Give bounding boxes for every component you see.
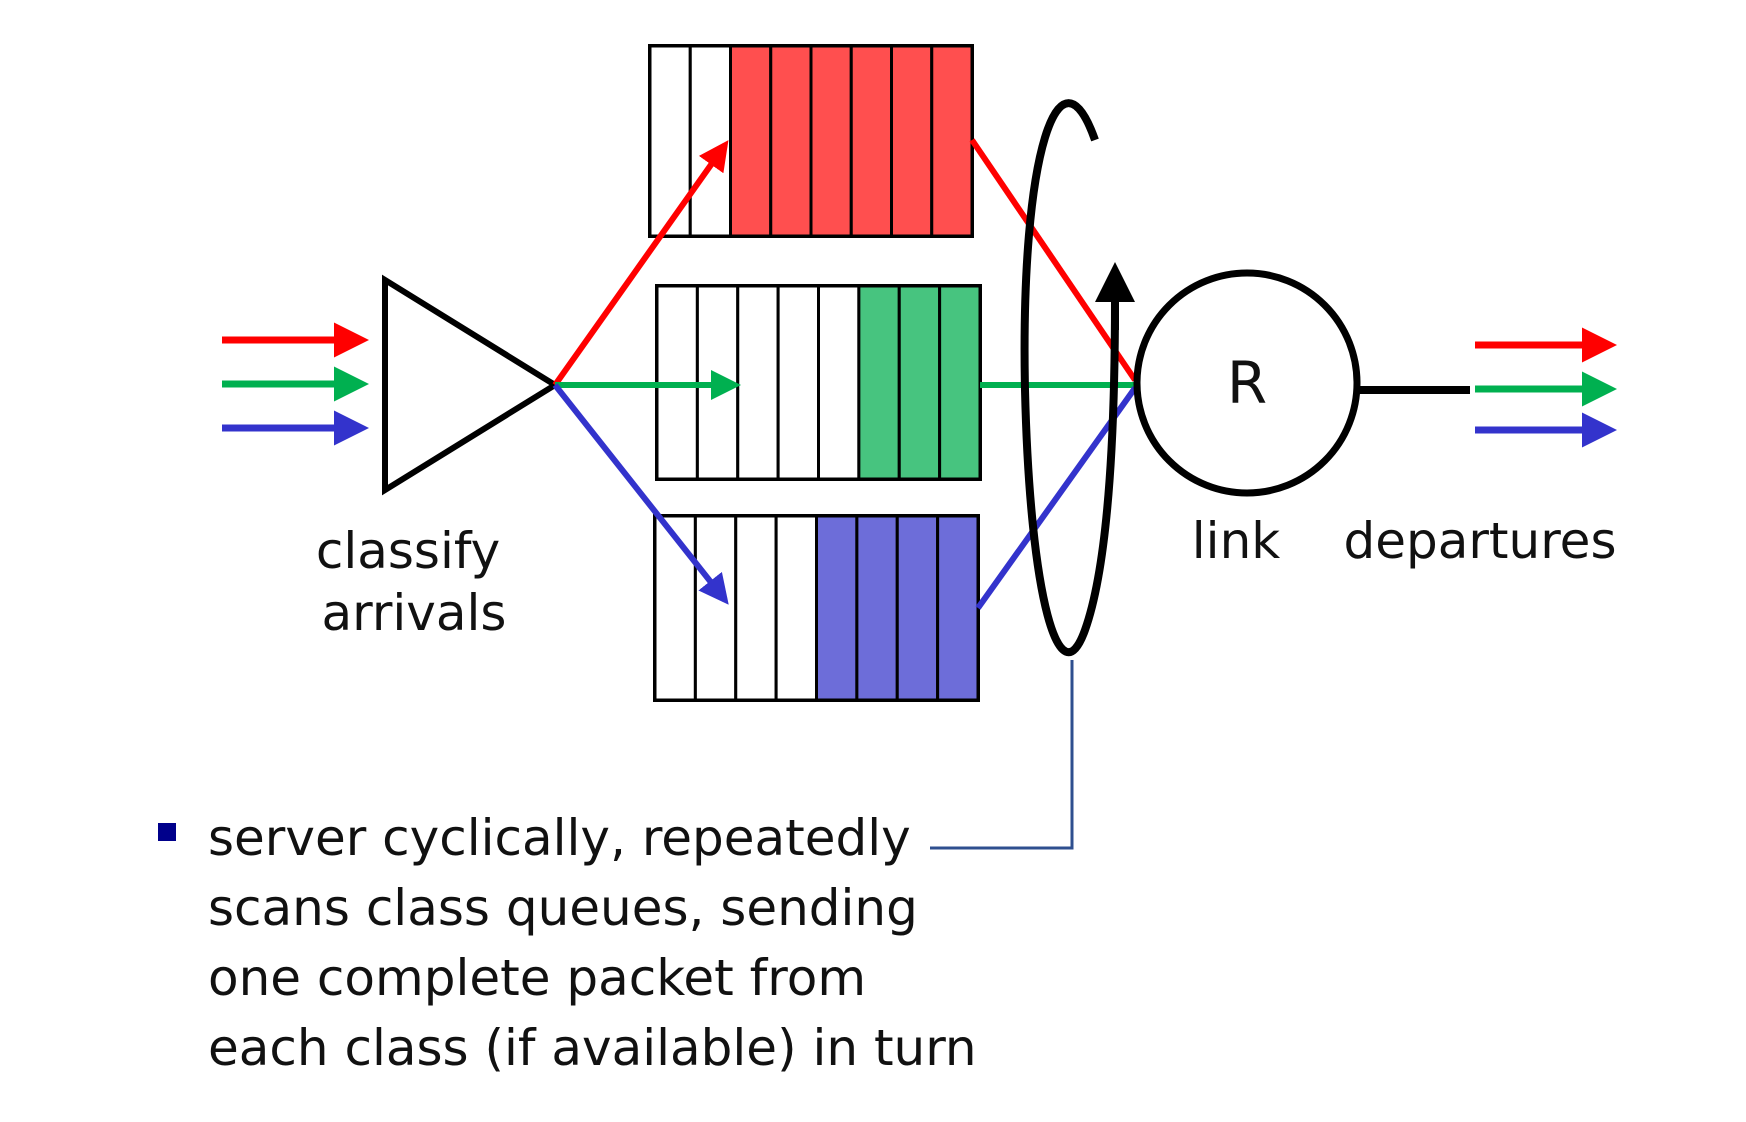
- queue-blue-slot-empty: [734, 514, 778, 702]
- queue-green-slot-filled: [938, 284, 982, 481]
- server-circle: [1133, 269, 1361, 497]
- class-queues: [648, 44, 982, 702]
- link-label: link: [1192, 512, 1280, 570]
- queue-green-slot-empty: [776, 284, 820, 481]
- arrival-arrows: [222, 322, 369, 446]
- output-line-red: [969, 138, 1138, 382]
- note-line-4: each class (if available) in turn: [208, 1019, 977, 1077]
- departure-arrows: [1475, 327, 1617, 448]
- queue-green-slot-filled: [857, 284, 901, 481]
- queue-blue-slot-empty: [653, 514, 697, 702]
- queue-green-slot-empty: [817, 284, 861, 481]
- round-robin-scanner: [1020, 99, 1135, 657]
- queue-blue-slot-empty: [693, 514, 738, 702]
- classify-arrows: [552, 140, 741, 605]
- queue-blue-slot-filled: [855, 514, 899, 702]
- queue-red-slot-filled: [809, 44, 853, 238]
- queue-blue: [653, 514, 980, 702]
- queue-red-slot-filled: [769, 44, 813, 238]
- queue-green-slot-empty: [736, 284, 780, 481]
- queue-red-slot-filled: [890, 44, 934, 238]
- queue-red-slot-filled: [849, 44, 893, 238]
- queue-red-slot-empty: [688, 44, 732, 238]
- scanner-ellipse: [1020, 99, 1119, 657]
- queue-blue-slot-filled: [895, 514, 940, 702]
- note-line-1: server cyclically, repeatedly: [208, 809, 911, 867]
- note-line-2: scans class queues, sending: [208, 879, 918, 937]
- classifier-triangle: [382, 274, 561, 496]
- queue-blue-slot-empty: [774, 514, 818, 702]
- queue-green-slot-filled: [897, 284, 942, 481]
- classify-label: classify: [316, 522, 500, 580]
- note-leader-line: [930, 660, 1074, 850]
- queue-red-slot-filled: [930, 44, 974, 238]
- classify-arrow-red: [552, 140, 729, 387]
- departures-label: departures: [1344, 512, 1617, 570]
- arrivals-label: arrivals: [322, 584, 507, 642]
- queue-red-slot-filled: [729, 44, 773, 238]
- queue-blue-slot-filled: [936, 514, 980, 702]
- note-bullet: [158, 823, 176, 841]
- classify-arrow-blue: [552, 383, 729, 605]
- queue-red: [648, 44, 974, 238]
- note-line-3: one complete packet from: [208, 949, 866, 1007]
- queue-blue-slot-filled: [815, 514, 859, 702]
- server-symbol: R: [1227, 349, 1267, 417]
